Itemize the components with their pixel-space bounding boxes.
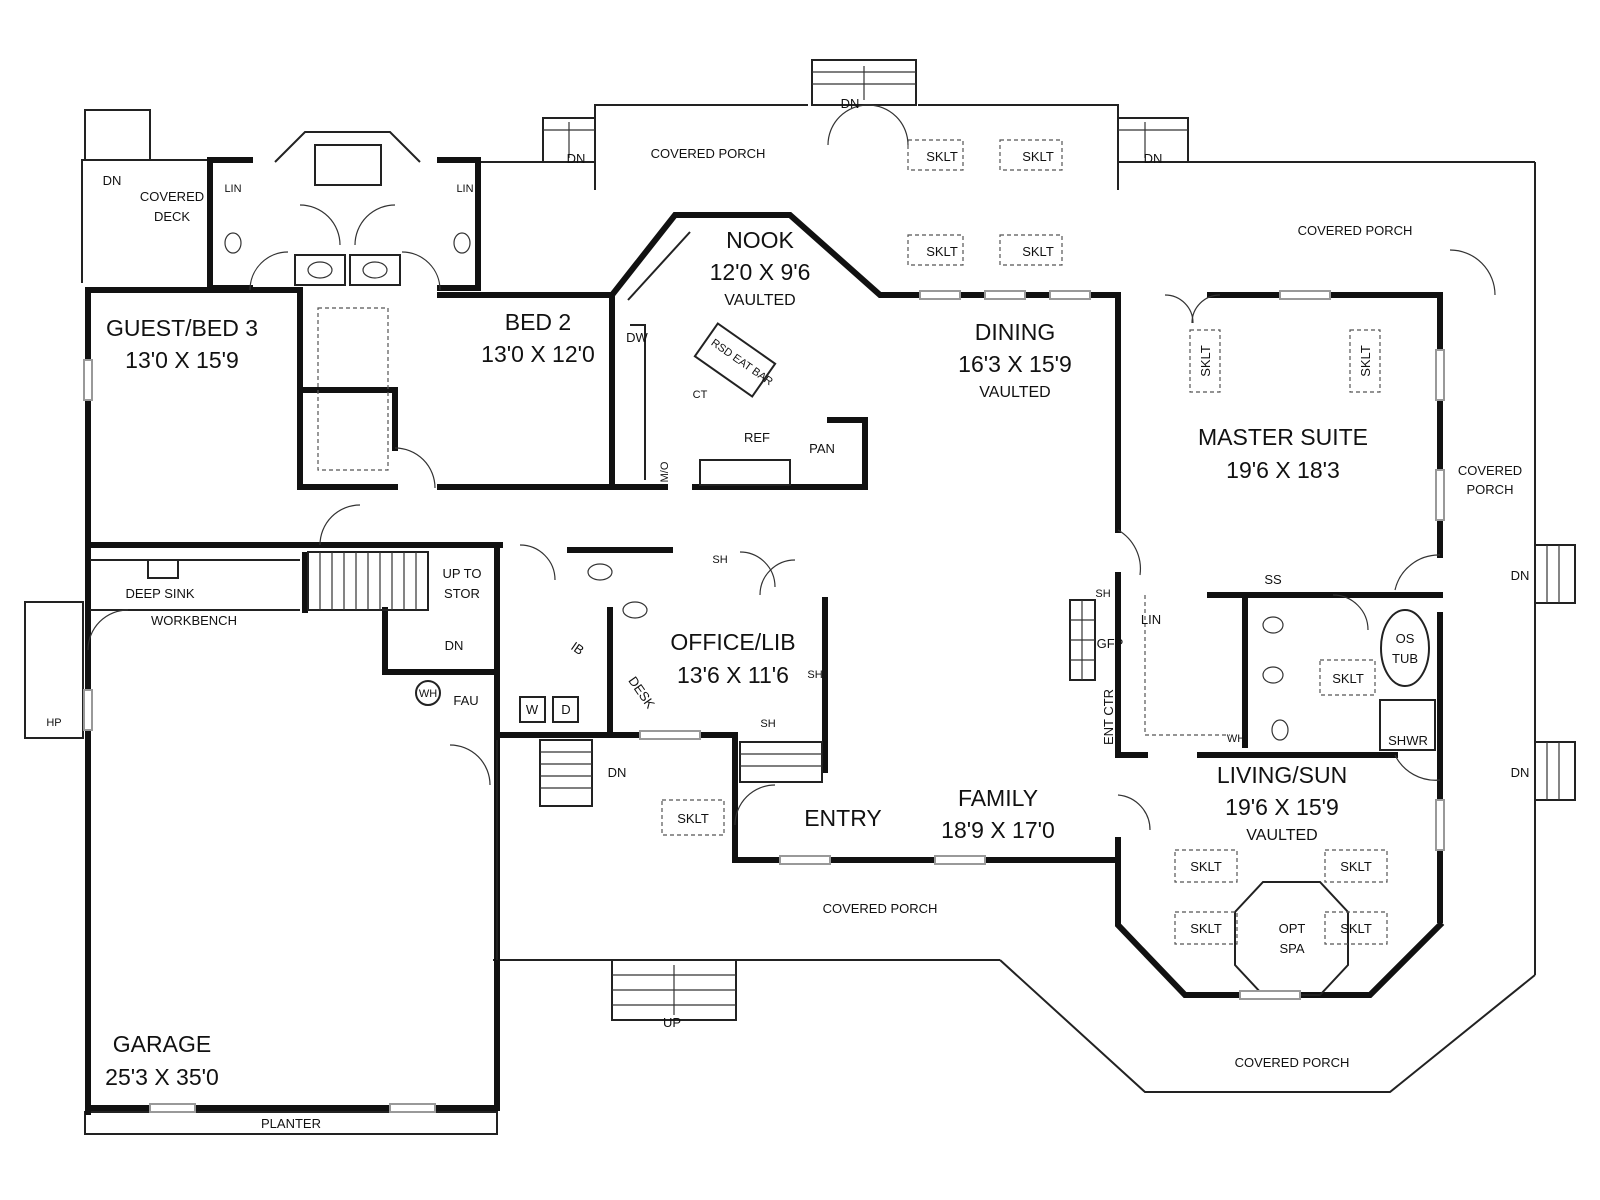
stairs — [307, 59, 1576, 1021]
deep-sink-label: DEEP SINK — [125, 586, 194, 601]
microwave-label: M/O — [659, 461, 671, 482]
bed2-name: BED 2 — [505, 309, 571, 335]
shower-label: SHWR — [1388, 733, 1428, 748]
ironing-board-label: IB — [568, 639, 587, 658]
living-note: VAULTED — [1246, 827, 1317, 844]
planter-label: PLANTER — [261, 1116, 321, 1131]
shelf-label-master: SH — [1095, 588, 1110, 600]
covered-porch-east-1: COVERED — [1458, 463, 1522, 478]
pantry-label: PAN — [809, 441, 835, 456]
sklt-sun-3: SKLT — [1190, 921, 1222, 936]
covered-porch-northeast: COVERED PORCH — [1298, 223, 1413, 238]
dn-interior: DN — [608, 765, 627, 780]
covered-porch-rear: COVERED PORCH — [651, 146, 766, 161]
family-name: FAMILY — [958, 785, 1038, 811]
covered-deck-label-1: COVERED — [140, 189, 204, 204]
up-front: UP — [663, 1015, 681, 1030]
guest-bed-name: GUEST/BED 3 — [106, 315, 258, 341]
sklt-3: SKLT — [926, 244, 958, 259]
sklt-entry: SKLT — [677, 811, 709, 826]
master-size: 19'6 X 18'3 — [1226, 457, 1340, 483]
workbench-label: WORKBENCH — [151, 613, 237, 628]
sklt-master-1: SKLT — [1198, 345, 1213, 377]
covered-deck-label-2: DECK — [154, 209, 190, 224]
washer-label: W — [526, 702, 539, 717]
entry-name: ENTRY — [804, 805, 882, 831]
dining-note: VAULTED — [979, 384, 1050, 401]
covered-porch-front: COVERED PORCH — [823, 901, 938, 916]
dn-rear: DN — [841, 96, 860, 111]
water-heater-label: WH — [419, 688, 437, 700]
ss-label: SS — [1264, 572, 1282, 587]
nook-note: VAULTED — [724, 292, 795, 309]
dining-name: DINING — [975, 319, 1056, 345]
up-to-stor-label-1: UP TO — [442, 566, 481, 581]
nook-name: NOOK — [726, 227, 794, 253]
gas-fireplace-label: GFP — [1097, 636, 1124, 651]
shelf-label-top: SH — [712, 554, 727, 566]
desk-label: DESK — [625, 674, 658, 712]
annotation-labels: COVERED DECK COVERED PORCH COVERED PORCH… — [46, 96, 1529, 1131]
dining-size: 16'3 X 15'9 — [958, 351, 1072, 377]
dn-east-upper: DN — [1511, 568, 1530, 583]
sklt-4: SKLT — [1022, 244, 1054, 259]
living-size: 19'6 X 15'9 — [1225, 794, 1339, 820]
furnace-label: FAU — [453, 693, 478, 708]
fixtures — [83, 104, 1496, 1113]
sklt-bath: SKLT — [1332, 671, 1364, 686]
os-tub-label-1: OS — [1396, 631, 1415, 646]
dn-porch-east: DN — [1144, 151, 1163, 166]
up-to-stor-label-2: STOR — [444, 586, 480, 601]
nook-size: 12'0 X 9'6 — [710, 259, 811, 285]
shelf-label-right: SH — [807, 669, 822, 681]
dn-east-lower: DN — [1511, 765, 1530, 780]
covered-porch-southeast: COVERED PORCH — [1235, 1055, 1350, 1070]
office-name: OFFICE/LIB — [670, 629, 795, 655]
raised-eat-bar-label: RSD EAT BAR — [709, 337, 775, 388]
garage-size: 25'3 X 35'0 — [105, 1064, 219, 1090]
sklt-sun-1: SKLT — [1190, 859, 1222, 874]
lin-west: LIN — [224, 183, 241, 195]
sklt-sun-2: SKLT — [1340, 859, 1372, 874]
room-labels: GUEST/BED 3 13'0 X 15'9 BED 2 13'0 X 12'… — [105, 227, 1368, 1090]
family-size: 18'9 X 17'0 — [941, 817, 1055, 843]
heat-pump-label: HP — [46, 717, 61, 729]
dishwasher-label: DW — [626, 330, 648, 345]
garage-name: GARAGE — [113, 1031, 211, 1057]
sklt-sun-4: SKLT — [1340, 921, 1372, 936]
lin-east: LIN — [456, 183, 473, 195]
sklt-2: SKLT — [1022, 149, 1054, 164]
entertainment-center-label: ENT CTR — [1101, 689, 1116, 745]
sklt-1: SKLT — [926, 149, 958, 164]
dn-deck: DN — [103, 173, 122, 188]
living-name: LIVING/SUN — [1217, 762, 1347, 788]
shelf-label-bottom: SH — [760, 718, 775, 730]
wh-master-label: WH — [1227, 733, 1245, 745]
opt-spa-label-2: SPA — [1279, 941, 1304, 956]
dn-garage: DN — [445, 638, 464, 653]
dryer-label: D — [561, 702, 570, 717]
sklt-master-2: SKLT — [1358, 345, 1373, 377]
master-name: MASTER SUITE — [1198, 424, 1368, 450]
lin-master: LIN — [1141, 612, 1161, 627]
counter-label: CT — [693, 389, 708, 401]
refrigerator-label: REF — [744, 430, 770, 445]
os-tub-label-2: TUB — [1392, 651, 1418, 666]
covered-porch-east-2: PORCH — [1467, 482, 1514, 497]
guest-bed-size: 13'0 X 15'9 — [125, 347, 239, 373]
bed2-size: 13'0 X 12'0 — [481, 341, 595, 367]
opt-spa-label-1: OPT — [1279, 921, 1306, 936]
office-size: 13'6 X 11'6 — [677, 662, 789, 688]
dn-porch-west: DN — [567, 151, 586, 166]
